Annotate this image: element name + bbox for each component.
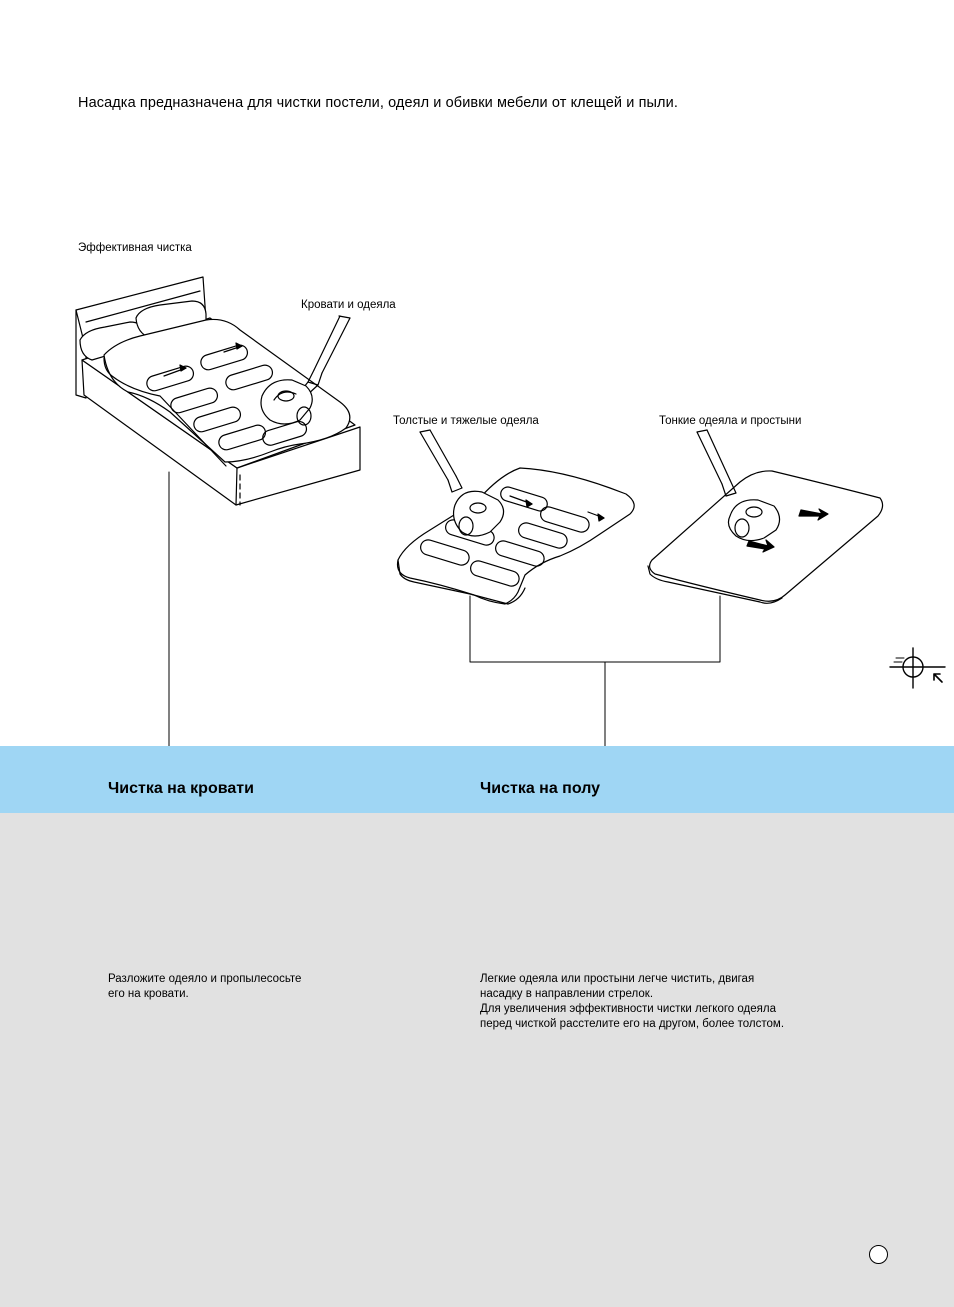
- thin-blanket-illustration: [647, 429, 884, 604]
- desc-line: его на кровати.: [108, 988, 189, 1000]
- section-header-band: [0, 746, 954, 813]
- desc-line: Легкие одеяла или простыни легче чистить…: [480, 973, 755, 985]
- section-heading: Эффективная чистка: [78, 242, 192, 254]
- connector-lines: [168, 471, 721, 747]
- bed-illustration: [75, 276, 361, 506]
- desc-line: перед чисткой расстелите его на другом, …: [480, 1018, 785, 1030]
- section-body-band: [0, 813, 954, 1307]
- page-number-circle-icon: [869, 1245, 888, 1264]
- caption-thick-blanket: Толстые и тяжелые одеяла: [393, 415, 539, 427]
- section-desc-floor: Легкие одеяла или простыни легче чистить…: [480, 972, 784, 1032]
- section-title-floor: Чистка на полу: [480, 780, 601, 797]
- desc-line: насадку в направлении стрелок.: [480, 988, 654, 1000]
- caption-bed: Кровати и одеяла: [301, 299, 396, 311]
- caption-thin-blanket: Тонкие одеяла и простыни: [659, 415, 802, 427]
- desc-line: Разложите одеяло и пропылесосьте: [108, 973, 302, 985]
- desc-line: Для увеличения эффективности чистки легк…: [480, 1003, 776, 1015]
- intro-text: Насадка предназначена для чистки постели…: [78, 95, 678, 111]
- thick-blanket-illustration: [396, 429, 635, 605]
- section-desc-bed: Разложите одеяло и пропылесосьте его на …: [108, 972, 301, 1002]
- illustrations: [75, 276, 946, 747]
- section-title-bed: Чистка на кровати: [108, 780, 254, 797]
- registration-mark-icon: [889, 647, 946, 689]
